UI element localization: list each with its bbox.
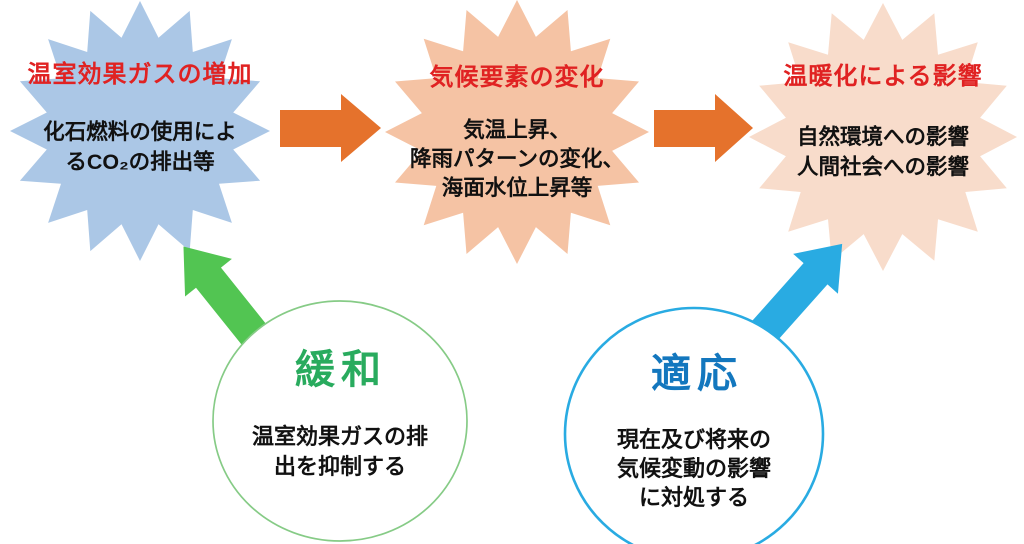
starburst-greenhouse-gas <box>10 1 270 261</box>
arrow-stage1-to-stage2-icon <box>280 94 381 162</box>
adaptation-body-line1: 現在及び将来の <box>616 427 771 452</box>
starburst-climate-elements <box>385 0 649 264</box>
mitigation-body-line2: 出を抑制する <box>273 454 406 479</box>
circle-mitigation <box>212 300 468 542</box>
stage1-body: 化石燃料の使用によ るCO₂の排出等 <box>0 117 280 177</box>
circle-adaptation <box>563 306 825 544</box>
stage3-body-line1: 自然環境への影響 <box>796 125 969 149</box>
stage2-body-line2: 降雨パターンの変化、 <box>410 147 624 171</box>
stage2-body-line1: 気温上昇、 <box>463 118 571 142</box>
stage3-body: 自然環境への影響 人間社会への影響 <box>753 122 1013 182</box>
adaptation-body-line3: に対処する <box>638 485 749 510</box>
stage1-body-line1: 化石燃料の使用によ <box>43 120 237 144</box>
mitigation-body-line1: 温室効果ガスの排 <box>251 424 428 449</box>
adaptation-body: 現在及び将来の 気候変動の影響 に対処する <box>564 425 824 512</box>
starburst-warming-impact <box>749 3 1017 271</box>
adaptation-body-line2: 気候変動の影響 <box>616 456 771 481</box>
adaptation-title: 適応 <box>651 352 743 396</box>
arrow-mitigation-icon <box>183 246 269 348</box>
stage3-title: 温暖化による影響 <box>783 63 983 90</box>
stage1-title: 温室効果ガスの増加 <box>27 61 253 88</box>
stage2-title: 気候要素の変化 <box>429 64 605 91</box>
stage2-body: 気温上昇、 降雨パターンの変化、 海面水位上昇等 <box>367 116 667 203</box>
arrow-adaptation-icon <box>749 243 843 346</box>
stage2-body-line3: 海面水位上昇等 <box>441 176 593 200</box>
stage1-body-line2: るCO₂の排出等 <box>65 150 215 174</box>
arrow-stage2-to-stage3-icon <box>654 94 753 162</box>
mitigation-title: 緩和 <box>295 348 387 392</box>
mitigation-body: 温室効果ガスの排 出を抑制する <box>210 422 470 482</box>
stage3-body-line2: 人間社会への影響 <box>796 155 969 179</box>
